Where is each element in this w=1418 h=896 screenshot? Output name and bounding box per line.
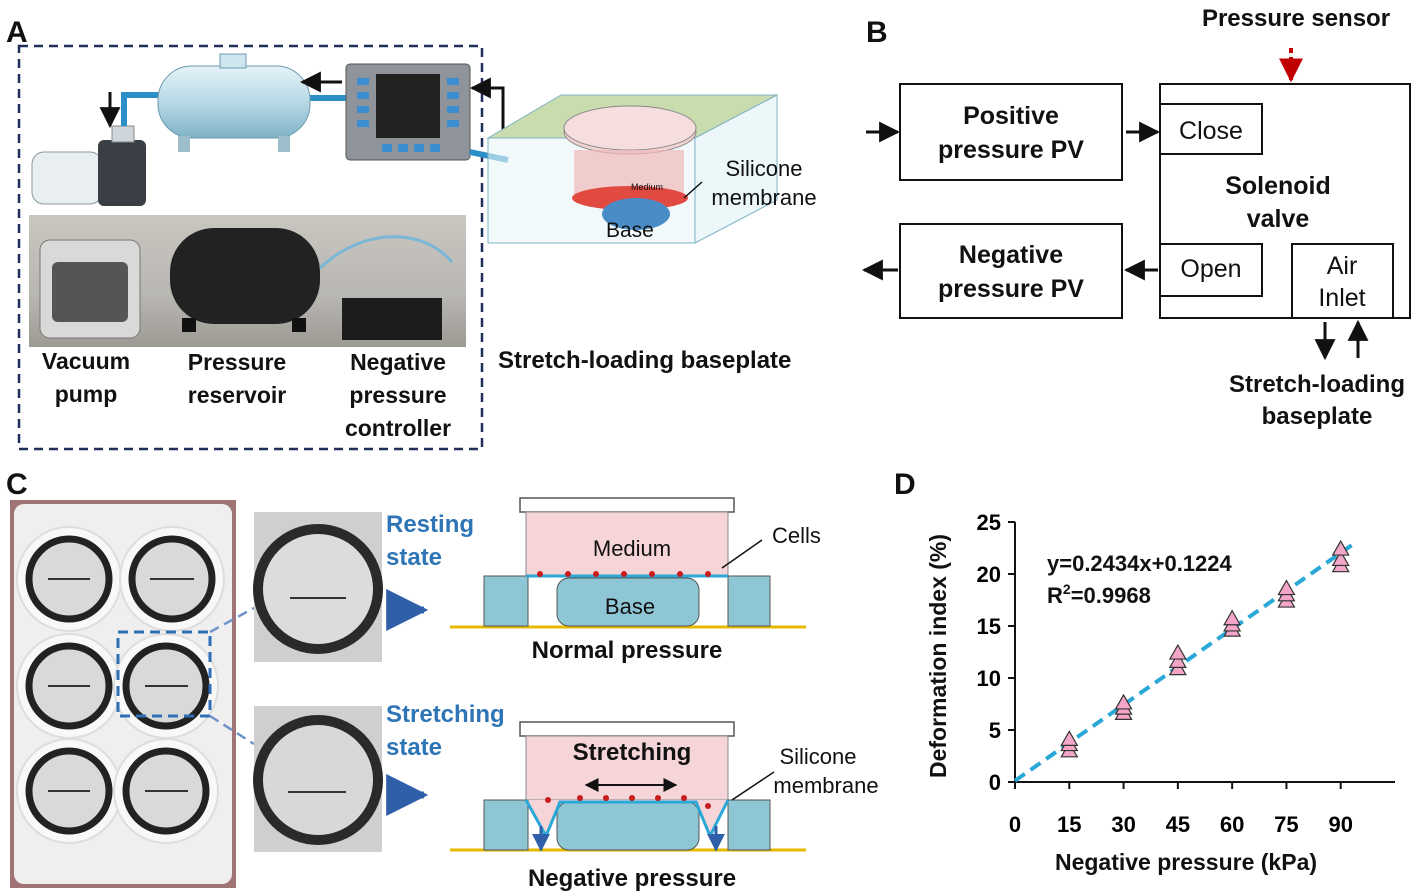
x-ticks: 0 15 30 45 60 75 90 (1009, 782, 1353, 837)
y-tick-label: 20 (977, 562, 1001, 587)
pipe-pump-reservoir (121, 92, 160, 126)
y-axis-label: Deformation index (%) (925, 534, 951, 778)
label-c-medium: Medium (593, 536, 671, 561)
label-c-silicone-line1: Silicone (779, 744, 856, 769)
label-negative-line2: pressure PV (938, 275, 1084, 303)
panel-label-a: A (6, 16, 28, 49)
label-controller-line2: pressure (349, 382, 446, 408)
label-negative-line1: Negative (959, 241, 1063, 269)
negative-pv-box (899, 223, 1123, 319)
equation-label: y=0.2434x+0.1224 (1047, 551, 1233, 576)
air-inlet-box (1291, 243, 1394, 319)
data-point (1223, 609, 1242, 626)
well-plate-photo (10, 500, 236, 888)
label-stretching-line2: state (386, 734, 442, 761)
data-point (1168, 652, 1187, 668)
label-a-stretch-baseplate: Stretch-loading baseplate (498, 347, 791, 374)
panel-a-dashed-box (17, 44, 484, 451)
data-point (1060, 730, 1079, 746)
data-point (1168, 643, 1187, 660)
label-inlet: Inlet (1318, 284, 1365, 312)
label-negative-pressure: Negative pressure (528, 865, 736, 892)
label-close: Close (1179, 117, 1243, 145)
label-reservoir-line2: reservoir (188, 382, 287, 408)
y-tick-label: 25 (977, 510, 1001, 535)
label-solenoid-line2: valve (1247, 205, 1310, 233)
y-tick-label: 15 (977, 614, 1001, 639)
baseplate-illustration (486, 94, 778, 244)
label-medium-small: Medium (631, 182, 663, 192)
data-point (1331, 539, 1350, 556)
x-tick-label: 90 (1328, 812, 1352, 837)
label-normal-pressure: Normal pressure (532, 637, 723, 664)
label-resting-line1: Resting (386, 511, 474, 538)
label-controller-line3: controller (345, 415, 451, 441)
resting-zoom-photo (253, 512, 383, 662)
y-ticks: 0 5 10 15 20 25 (977, 510, 1015, 795)
setup-photo (29, 215, 466, 347)
x-tick-label: 15 (1057, 812, 1081, 837)
label-stretching-line1: Stretching (386, 701, 505, 728)
close-box (1159, 103, 1263, 155)
x-tick-label: 30 (1111, 812, 1135, 837)
panel-label-c: C (6, 468, 28, 501)
label-a-silicone-line1: Silicone (725, 156, 802, 181)
panel-label-b: B (866, 16, 888, 49)
label-positive-line2: pressure PV (938, 136, 1084, 164)
deformation-chart: 0 5 10 15 20 25 0 15 30 45 60 75 90 (977, 510, 1395, 837)
label-vacuum-pump-line2: pump (55, 381, 118, 407)
label-reservoir-line1: Pressure (188, 349, 286, 375)
label-resting-line2: state (386, 544, 442, 571)
x-tick-label: 60 (1220, 812, 1244, 837)
label-solenoid-line1: Solenoid (1225, 172, 1331, 200)
arrow-baseplate-to-controller (469, 77, 505, 138)
label-stretching: Stretching (573, 739, 692, 766)
silicone-pointer (683, 181, 703, 199)
zoom-line-top (209, 606, 255, 634)
controller-illustration (345, 63, 471, 161)
label-a-base: Base (606, 219, 654, 242)
label-c-base-rest: Base (605, 594, 655, 619)
pressure-reservoir-illustration (157, 53, 311, 152)
x-tick-label: 45 (1166, 812, 1190, 837)
positive-pv-box (899, 83, 1123, 181)
r2-label: R2=0.9968 (1047, 581, 1151, 608)
vacuum-pump-illustration (31, 92, 146, 206)
x-tick-label: 0 (1009, 812, 1021, 837)
label-open: Open (1180, 255, 1241, 283)
label-pressure-sensor: Pressure sensor (1202, 5, 1390, 32)
data-point (1114, 693, 1133, 710)
data-point (1277, 579, 1296, 596)
y-tick-label: 5 (989, 718, 1001, 743)
label-controller-line1: Negative (350, 349, 446, 375)
y-tick-label: 10 (977, 666, 1001, 691)
x-tick-label: 75 (1274, 812, 1298, 837)
data-point (1331, 550, 1350, 567)
open-box (1159, 243, 1263, 297)
label-air: Air (1327, 252, 1358, 280)
label-c-silicone-line2: membrane (773, 773, 878, 798)
y-tick-label: 0 (989, 770, 1001, 795)
label-c-cells: Cells (772, 523, 821, 548)
stretching-schematic (450, 721, 806, 852)
data-points (1060, 539, 1350, 758)
resting-schematic (450, 497, 806, 629)
label-b-stretch-line1: Stretch-loading (1229, 371, 1405, 398)
stretching-zoom-photo (253, 706, 383, 852)
label-vacuum-pump-line1: Vacuum (42, 348, 130, 374)
panel-label-d: D (894, 468, 916, 501)
label-a-silicone-line2: membrane (711, 185, 816, 210)
label-b-stretch-line2: baseplate (1262, 403, 1373, 430)
label-positive-line1: Positive (963, 102, 1059, 130)
zoom-line-bottom (209, 714, 255, 746)
x-axis-label: Negative pressure (kPa) (1055, 849, 1317, 875)
